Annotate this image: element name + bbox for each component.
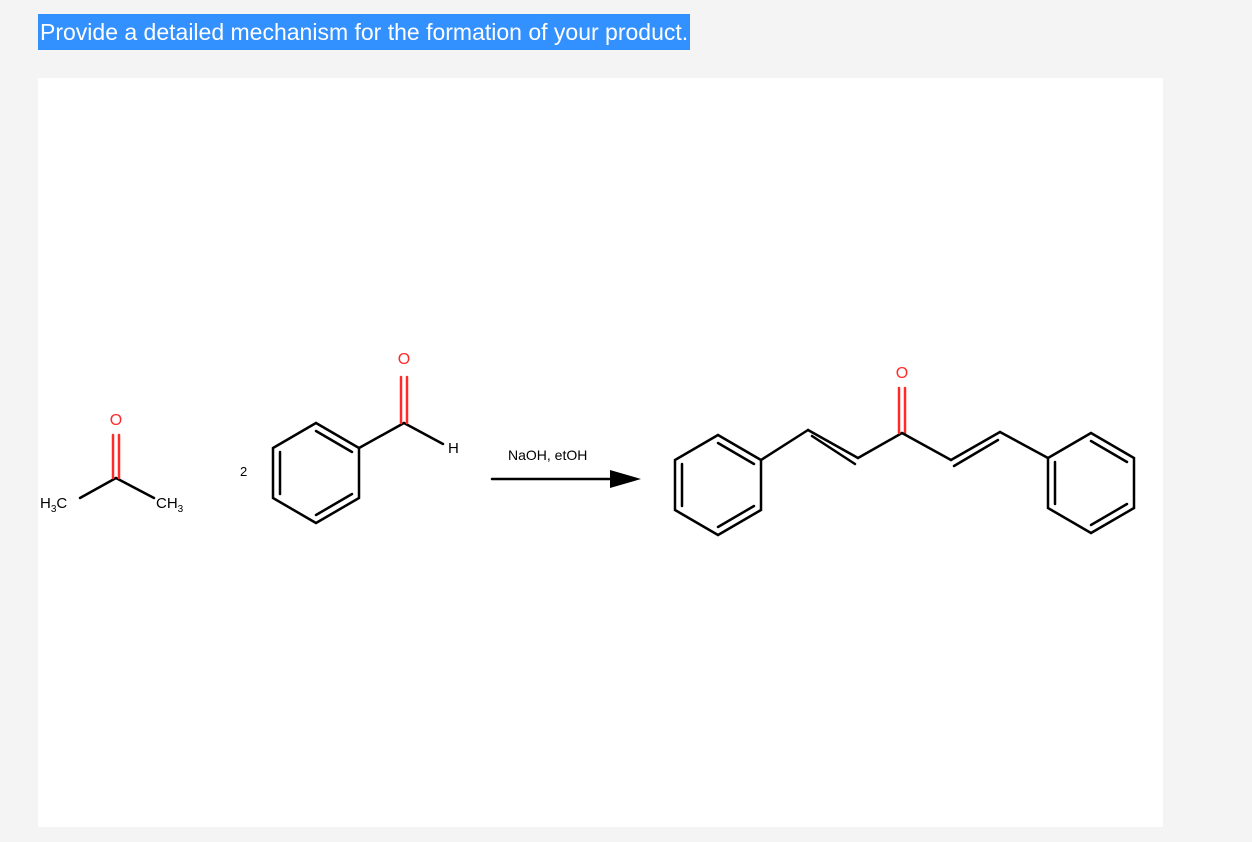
product-left-alkene-to-carbonyl-bond <box>856 431 904 460</box>
arrow-head <box>610 470 641 488</box>
product-right-ring-double-2 <box>1089 502 1129 527</box>
product-left-ring-double-2 <box>716 504 756 529</box>
product-left-ring-to-vinyl-bond <box>759 428 810 462</box>
benzaldehyde-hydrogen-label: H <box>448 440 459 457</box>
acetone-bond-left <box>78 476 118 500</box>
product-left-ring-double-1 <box>716 441 756 466</box>
product-right-alkene-bond-b <box>952 438 1000 468</box>
acetone-molecule: O H3C CH3 <box>40 412 184 515</box>
product-right-vinyl-to-ring-bond <box>998 430 1050 460</box>
acetone-bond-right <box>114 476 156 500</box>
product-right-ring <box>1046 431 1136 535</box>
benzaldehyde-ring <box>271 421 361 525</box>
benzaldehyde-c-h-bond <box>402 421 445 446</box>
product-left-ring <box>673 433 763 537</box>
question-text: Provide a detailed mechanism for the for… <box>38 14 691 50</box>
product-left-alkene-bond-a <box>806 428 860 460</box>
benzaldehyde-ring-double-2 <box>314 492 354 517</box>
benzaldehyde-ring-to-carbonyl-bond <box>357 421 406 450</box>
acetone-right-methyl-label: CH3 <box>156 495 184 515</box>
benzaldehyde-oxygen-label: O <box>398 351 410 368</box>
reaction-arrow: NaOH, etOH <box>490 447 641 488</box>
reagents-label: NaOH, etOH <box>508 447 587 463</box>
stoichiometric-coefficient: 2 <box>240 464 247 479</box>
reaction-scheme: O H3C CH3 2 O H NaOH, etOH <box>40 351 1136 537</box>
dibenzalacetone-molecule: O <box>673 365 1136 537</box>
acetone-oxygen-label: O <box>110 412 122 429</box>
product-right-ring-double-1 <box>1089 439 1129 464</box>
product-right-alkene-bond-a <box>949 430 1002 462</box>
product-carbonyl-to-right-alkene-bond <box>900 431 953 462</box>
acetone-left-methyl-label: H3C <box>40 495 67 515</box>
benzaldehyde-ring-double-1 <box>314 429 354 454</box>
product-left-alkene-bond-b <box>810 434 857 466</box>
reaction-panel: O H3C CH3 2 O H NaOH, etOH <box>38 78 1163 827</box>
product-oxygen-label: O <box>896 365 908 382</box>
benzaldehyde-molecule: O H <box>271 351 459 525</box>
